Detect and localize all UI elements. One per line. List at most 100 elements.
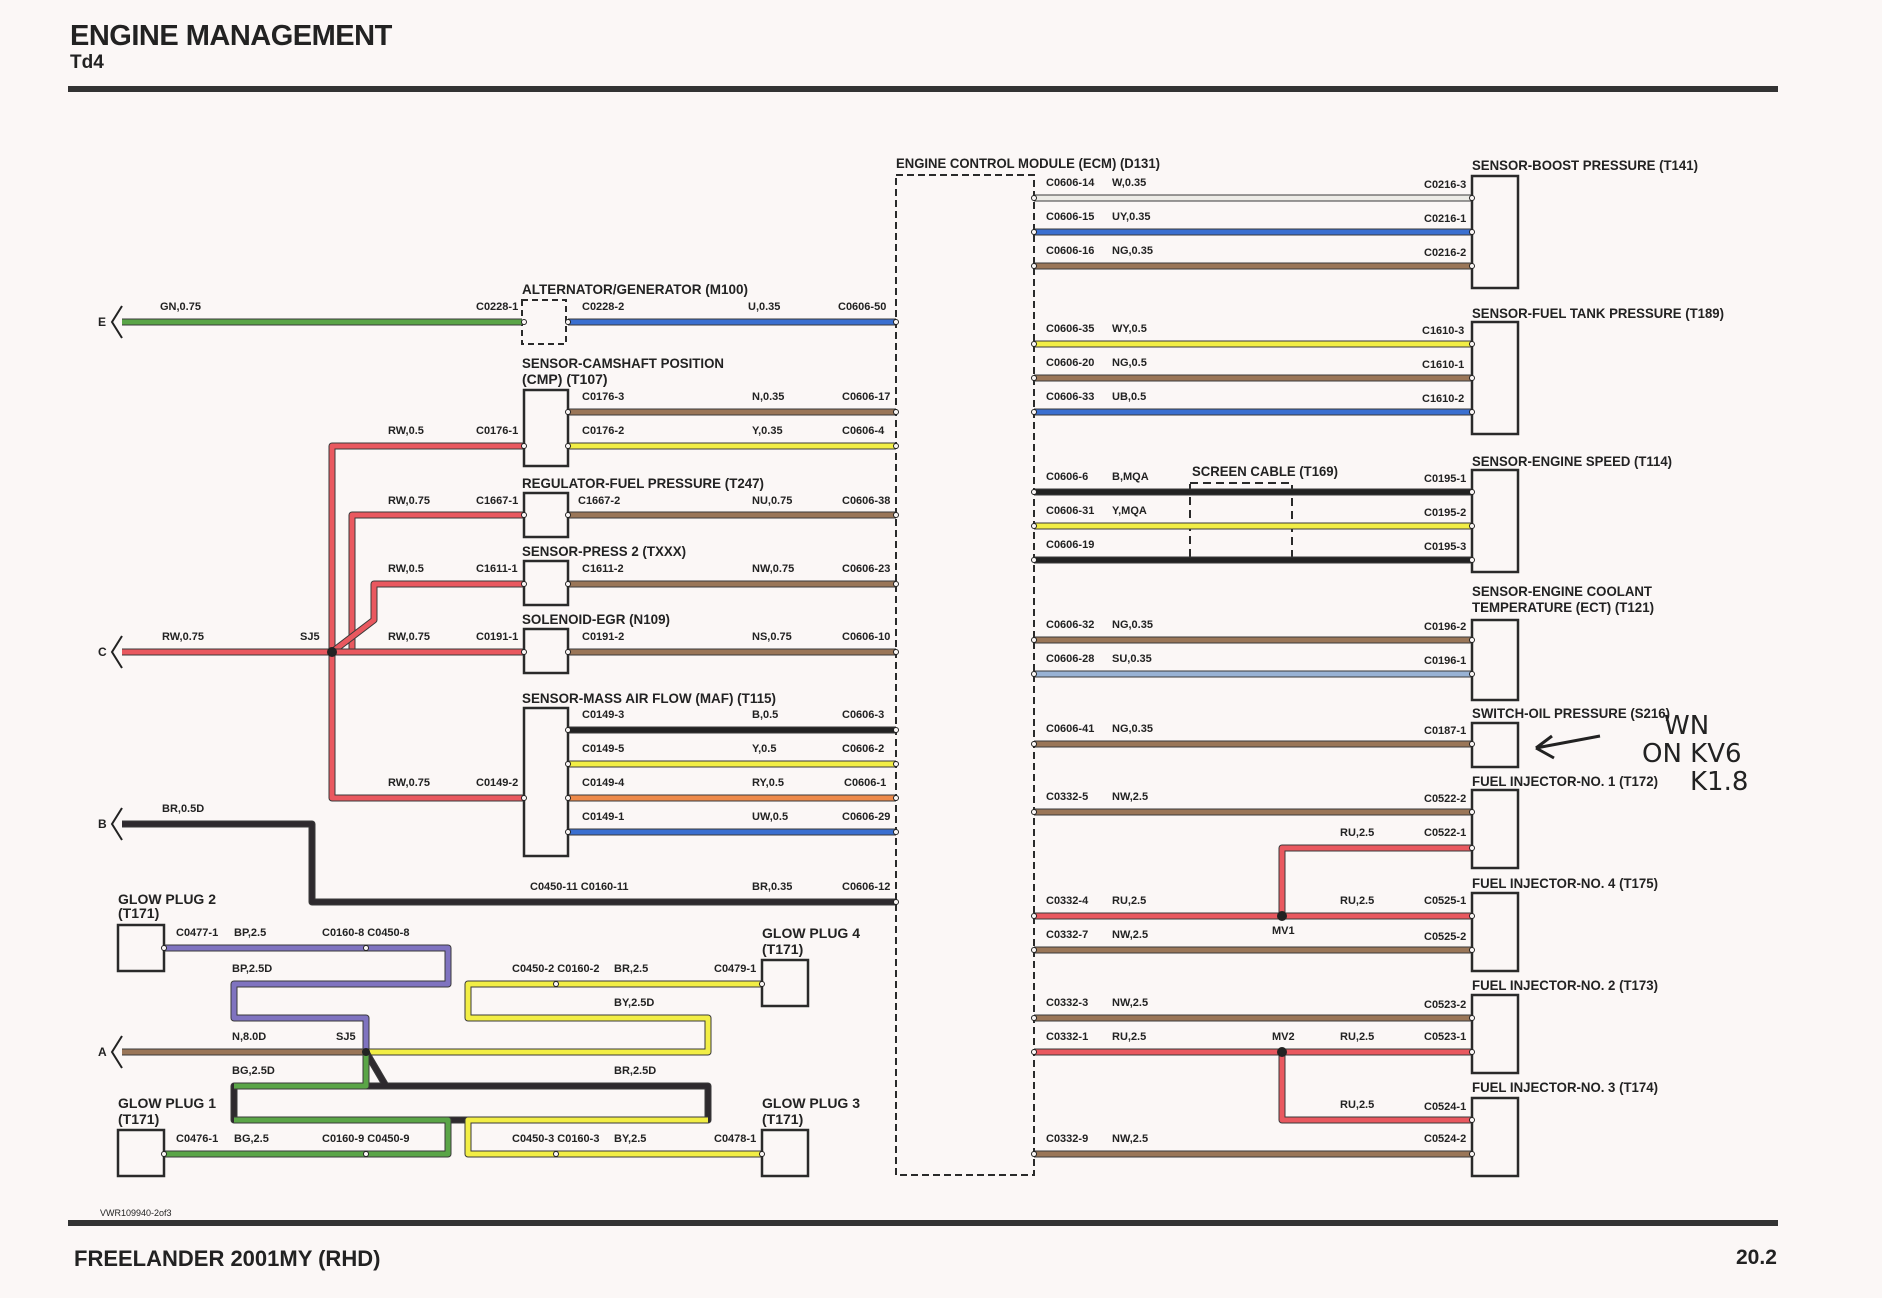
right-wire-10-label-0: C0606-28 — [1046, 653, 1094, 665]
right-wire-7-label-0: C0606-31 — [1046, 505, 1094, 517]
note-line-2: ON KV6 — [1642, 739, 1742, 769]
left-wire-19-label-0: BP,2.5D — [232, 963, 272, 975]
connector-pin-69 — [363, 945, 369, 951]
footer-model: FREELANDER 2001MY (RHD) — [74, 1246, 381, 1271]
right-wire-7-label-2: C0195-2 — [1424, 507, 1466, 519]
coolant-sensor-title-2: TEMPERATURE (ECT) (T121) — [1472, 599, 1654, 615]
footer-reference: VWR109940-2of3 — [100, 1208, 172, 1218]
connector-pin-6 — [893, 727, 899, 733]
supply-c-arrow — [110, 635, 123, 669]
left-wire-16 — [329, 652, 524, 801]
connector-pin-67 — [759, 981, 765, 987]
right-wire-9-label-2: C0196-2 — [1424, 621, 1466, 633]
connector-pin-43 — [1469, 913, 1475, 919]
connector-pin-65 — [161, 945, 167, 951]
left-wire-25-label-2: C0160-9 C0450-9 — [322, 1133, 409, 1145]
left-wire-25-label-1: BG,2.5 — [234, 1133, 269, 1145]
connector-pin-9 — [893, 829, 899, 835]
connector-pin-44 — [1469, 947, 1475, 953]
left-wire-1-label-2: C0606-50 — [838, 301, 886, 313]
connector-pin-72 — [553, 1151, 559, 1157]
left-wire-2-label-0: C0176-3 — [582, 391, 624, 403]
connector-marks — [161, 195, 1475, 1157]
left-wire-4 — [329, 443, 524, 652]
glow-plug-1-code: (T171) — [118, 1111, 159, 1127]
press2-title: SENSOR-PRESS 2 (TXXX) — [522, 543, 686, 559]
left-wire-4-label-0: RW,0.5 — [388, 425, 424, 437]
left-wire-21-label-0: BY,2.5D — [614, 997, 654, 1009]
connector-pin-14 — [1031, 341, 1037, 347]
right-wire-15-label-1: NW,2.5 — [1112, 929, 1148, 941]
left-wire-20-label-2: C0479-1 — [714, 963, 756, 975]
right-wire-11-label-1: NG,0.35 — [1112, 723, 1153, 735]
right-wire-6-label-0: C0606-6 — [1046, 471, 1088, 483]
left-wire-2-label-2: C0606-17 — [842, 391, 890, 403]
connector-pin-25 — [1031, 947, 1037, 953]
connector-pin-46 — [1469, 1049, 1475, 1055]
connector-pin-16 — [1031, 409, 1037, 415]
left-wire-12-label-1: B,0.5 — [752, 709, 778, 721]
left-wire-8-label-1: C1611-1 — [476, 563, 518, 575]
left-wire-10-label-0: RW,0.75 — [388, 631, 430, 643]
left-wire-6-label-1: C1667-1 — [476, 495, 518, 507]
left-wire-9-label-2: C0606-10 — [842, 631, 890, 643]
right-wire-2-label-1: NG,0.35 — [1112, 245, 1153, 257]
connector-pin-68 — [759, 1151, 765, 1157]
right-wire-11-label-0: C0606-41 — [1046, 723, 1094, 735]
connector-pin-15 — [1031, 375, 1037, 381]
connector-pin-5 — [893, 649, 899, 655]
connector-pin-55 — [565, 319, 571, 325]
fuel-tank-sensor-title: SENSOR-FUEL TANK PRESSURE (T189) — [1472, 305, 1724, 321]
fuel-regulator-title: REGULATOR-FUEL PRESSURE (T247) — [522, 475, 764, 491]
left-wire-3-label-0: C0176-2 — [582, 425, 624, 437]
connector-pin-57 — [565, 443, 571, 449]
connector-pin-26 — [1031, 1015, 1037, 1021]
left-wire-24 — [234, 1052, 369, 1089]
left-wire-13-label-1: Y,0.5 — [752, 743, 776, 755]
injector-4-box — [1470, 891, 1520, 973]
footer-rule — [68, 1220, 1778, 1226]
left-wire-17-label-0: BR,0.5D — [162, 803, 204, 815]
right-wire-13-label-1: C0522-1 — [1424, 827, 1466, 839]
left-wire-26-label-2: C0478-1 — [714, 1133, 756, 1145]
right-wire-5-label-1: UB,0.5 — [1112, 391, 1146, 403]
left-wire-24-label-0: BG,2.5D — [232, 1065, 275, 1077]
left-wire-4-label-1: C0176-1 — [476, 425, 518, 437]
connector-pin-60 — [565, 649, 571, 655]
left-wire-17-label-3: C0606-12 — [842, 881, 890, 893]
footer-page-number: 20.2 — [1736, 1246, 1777, 1269]
injector-1-box — [1470, 788, 1520, 870]
alternator-title: ALTERNATOR/GENERATOR (M100) — [522, 281, 748, 297]
alternator-frame — [521, 299, 567, 345]
injector-4-title: FUEL INJECTOR-NO. 4 (T175) — [1472, 875, 1658, 891]
left-wire-3-label-2: C0606-4 — [842, 425, 885, 437]
left-wire-16-label-1: C0149-2 — [476, 777, 518, 789]
right-wire-3-label-2: C1610-3 — [1422, 325, 1464, 337]
right-wire-6-label-1: B,MQA — [1112, 471, 1149, 483]
left-wire-16-label-0: RW,0.75 — [388, 777, 430, 789]
left-wire-18 — [164, 945, 451, 1052]
glow-plug-4-box — [760, 958, 810, 1008]
right-wire-15-label-2: C0525-2 — [1424, 931, 1466, 943]
connector-pin-54 — [521, 795, 527, 801]
right-wire-2-label-2: C0216-2 — [1424, 247, 1466, 259]
right-wire-5-label-2: C1610-2 — [1422, 393, 1464, 405]
left-wire-9-label-1: NS,0.75 — [752, 631, 792, 643]
right-wire-7-label-1: Y,MQA — [1112, 505, 1147, 517]
glow-plug-2-box — [116, 923, 166, 973]
connector-pin-36 — [1469, 523, 1475, 529]
left-wire-15-label-2: C0606-29 — [842, 811, 890, 823]
right-wire-8-label-0: C0606-19 — [1046, 539, 1094, 551]
header-rule — [68, 86, 1778, 92]
right-wire-17-label-3: C0523-1 — [1424, 1031, 1466, 1043]
ecm-title: ENGINE CONTROL MODULE (ECM) (D131) — [896, 155, 1160, 171]
connector-pin-32 — [1469, 341, 1475, 347]
injector-2-box — [1470, 993, 1520, 1075]
left-wire-14-label-1: RY,0.5 — [752, 777, 784, 789]
splice-sj5-label: SJ5 — [300, 631, 320, 643]
right-wire-9-label-0: C0606-32 — [1046, 619, 1094, 631]
left-wire-22-label-0: N,8.0D — [232, 1031, 266, 1043]
connector-pin-22 — [1031, 741, 1037, 747]
